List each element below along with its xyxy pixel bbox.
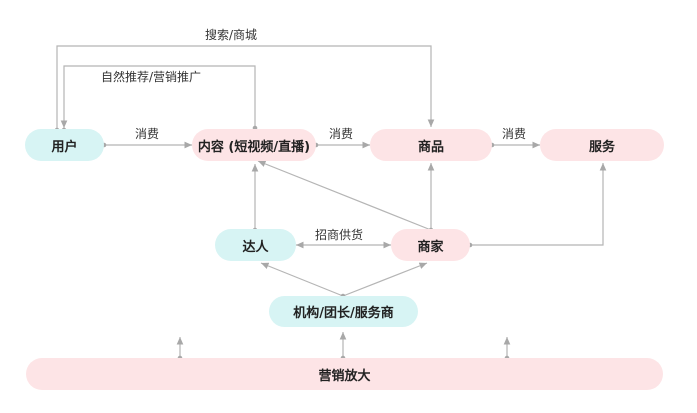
edge-recommend bbox=[60, 65, 256, 128]
node-marketing: 营销放大 bbox=[26, 358, 663, 390]
node-user: 用户 bbox=[25, 129, 104, 161]
node-influencer: 达人 bbox=[215, 229, 296, 261]
edge-agency-influencer bbox=[260, 262, 344, 297]
node-agency: 机构/团长/服务商 bbox=[269, 296, 418, 327]
edge-merchant-service bbox=[470, 163, 607, 246]
node-service: 服务 bbox=[540, 129, 664, 161]
edge-label-consume-1: 消费 bbox=[135, 127, 160, 141]
node-product: 商品 bbox=[370, 129, 492, 161]
node-content: 内容 (短视频/直播) bbox=[192, 129, 316, 161]
node-merchant: 商家 bbox=[391, 229, 470, 261]
edge-label-supply: 招商供货 bbox=[315, 228, 364, 242]
edge-label-search-mall: 搜索/商城 bbox=[205, 28, 258, 42]
edge-search-mall bbox=[56, 45, 435, 130]
edge-merchant-content bbox=[257, 160, 432, 231]
edge-label-recommend: 自然推荐/营销推广 bbox=[101, 70, 202, 84]
edge-label-consume-2: 消费 bbox=[329, 127, 354, 141]
edge-label-consume-3: 消费 bbox=[502, 127, 527, 141]
edge-agency-merchant bbox=[342, 262, 428, 297]
